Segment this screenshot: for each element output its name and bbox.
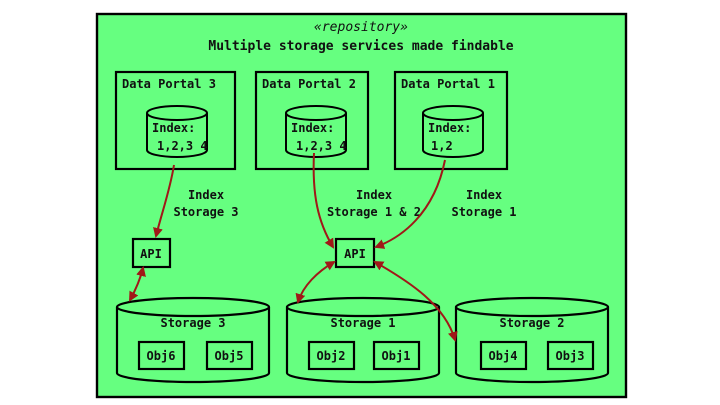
repository-title: Multiple storage services made findable — [208, 39, 513, 54]
repository-stereotype: «repository» — [314, 20, 408, 35]
storage-label: Storage 3 — [160, 316, 225, 330]
data-portal-2[interactable]: Data Portal 2 Index: 1,2,3 4 — [254, 70, 370, 171]
index-value: 1,2,3 4 — [157, 139, 208, 153]
object-box[interactable] — [205, 340, 254, 371]
storage-label: Storage 2 — [499, 316, 564, 330]
index-value: 1,2,3 4 — [296, 139, 347, 153]
portal-label: Data Portal 1 — [401, 77, 495, 91]
object-label: Obj3 — [556, 349, 585, 363]
edge-portal2-to-api-right — [312, 152, 335, 249]
data-portal-3[interactable]: Data Portal 3 Index: 1,2,3 4 — [114, 70, 237, 171]
object-box[interactable] — [546, 340, 595, 371]
portal-label: Data Portal 2 — [262, 77, 356, 91]
api-label: API — [344, 247, 366, 261]
index-label: Index: — [152, 121, 195, 135]
edge-api-left-to-storage-3 — [129, 266, 146, 302]
object-box[interactable] — [307, 340, 356, 371]
object-box[interactable] — [137, 340, 186, 371]
index-label: Index: — [291, 121, 334, 135]
edge-label-middle-line1: Index — [356, 188, 392, 202]
storage-3[interactable]: Storage 3 Obj6 Obj5 — [115, 296, 271, 384]
api-left[interactable]: API — [131, 237, 172, 269]
index-cylinder — [146, 105, 208, 158]
api-label: API — [140, 247, 162, 261]
object-box[interactable] — [372, 340, 421, 371]
index-value: 1,2 — [431, 139, 453, 153]
edge-api-right-to-storage-1 — [295, 260, 336, 304]
object-label: Obj2 — [317, 349, 346, 363]
index-cylinder — [422, 105, 484, 158]
object-label: Obj4 — [489, 349, 518, 363]
data-portal-1[interactable]: Data Portal 1 Index: 1,2 — [393, 70, 509, 171]
object-label: Obj1 — [382, 349, 411, 363]
edge-label-left-line1: Index — [188, 188, 224, 202]
object-label: Obj6 — [147, 349, 176, 363]
repository-container — [95, 12, 628, 399]
edge-label-right-line1: Index — [466, 188, 502, 202]
edge-label-middle-line2: Storage 1 & 2 — [327, 205, 421, 219]
edge-label-right-line2: Storage 1 — [451, 205, 516, 219]
edge-portal1-to-api-right — [374, 159, 446, 249]
edge-api-right-to-storage-2 — [373, 261, 458, 342]
storage-label: Storage 1 — [330, 316, 395, 330]
api-right[interactable]: API — [334, 237, 376, 269]
object-label: Obj5 — [215, 349, 244, 363]
object-box[interactable] — [479, 340, 528, 371]
index-label: Index: — [428, 121, 471, 135]
edge-portal3-to-api-left — [153, 164, 175, 238]
portal-label: Data Portal 3 — [122, 77, 216, 91]
edge-label-left-line2: Storage 3 — [173, 205, 238, 219]
index-cylinder — [285, 105, 347, 158]
